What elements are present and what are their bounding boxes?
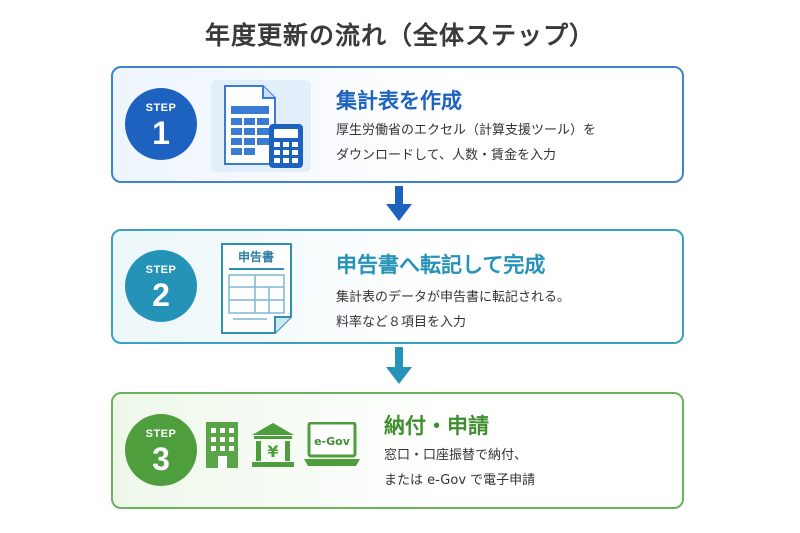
step-2-heading: 申告書へ転記して完成 [336, 253, 546, 277]
down-arrow-icon [386, 186, 412, 221]
description-line: 窓口・口座振替で納付、 [384, 448, 528, 463]
down-arrow-icon [386, 347, 412, 384]
step-label: STEP [145, 102, 177, 114]
step-1-heading: 集計表を作成 [336, 89, 462, 113]
step-1-card: STEP 1 集計表を作成 厚生労働省のエクセル（計算支援ツール）を ダウンロー… [111, 66, 684, 183]
form-title-text: 申告書 [238, 249, 274, 264]
laptop-egov-icon: e-Gov [304, 422, 360, 466]
description-line: 厚生労働省のエクセル（計算支援ツール）を [336, 123, 597, 138]
description-line: 料率など８項目を入力 [336, 315, 467, 330]
page-title: 年度更新の流れ（全体ステップ） [204, 21, 595, 50]
description-line: 集計表のデータが申告書に転記される。 [336, 290, 571, 305]
office-building-icon [206, 422, 238, 468]
spreadsheet-calculator-icon [211, 80, 311, 172]
step-2-badge: STEP 2 [125, 250, 197, 322]
bank-icon: ¥ [252, 423, 294, 467]
step-number: 2 [152, 277, 170, 313]
step-1-badge: STEP 1 [125, 88, 197, 160]
laptop-screen-text: e-Gov [314, 435, 351, 448]
step-number: 1 [152, 115, 170, 151]
application-form-icon: 申告書 [221, 243, 292, 334]
step-3-heading: 納付・申請 [384, 414, 489, 438]
step-2-description: 集計表のデータが申告書に転記される。 料率など８項目を入力 [336, 285, 570, 335]
step-1-description: 厚生労働省のエクセル（計算支援ツール）を ダウンロードして、人数・賃金を入力 [336, 118, 596, 168]
step-3-badge: STEP 3 [125, 414, 197, 486]
step-number: 3 [152, 441, 170, 477]
yen-symbol: ¥ [267, 442, 278, 461]
description-line: ダウンロードして、人数・賃金を入力 [336, 148, 556, 163]
step-label: STEP [145, 264, 177, 276]
step-2-card: STEP 2 申告書 申告書へ転記して完成 集計表のデータが申告書に転記される。… [111, 229, 684, 344]
step-3-card: STEP 3 ¥ e-Gov 納付・申請 窓口・口座振替で納付、 または e-G… [111, 392, 684, 509]
step-3-description: 窓口・口座振替で納付、 または e-Gov で電子申請 [384, 443, 535, 493]
step-label: STEP [145, 428, 177, 440]
description-line: または e-Gov で電子申請 [384, 473, 536, 488]
